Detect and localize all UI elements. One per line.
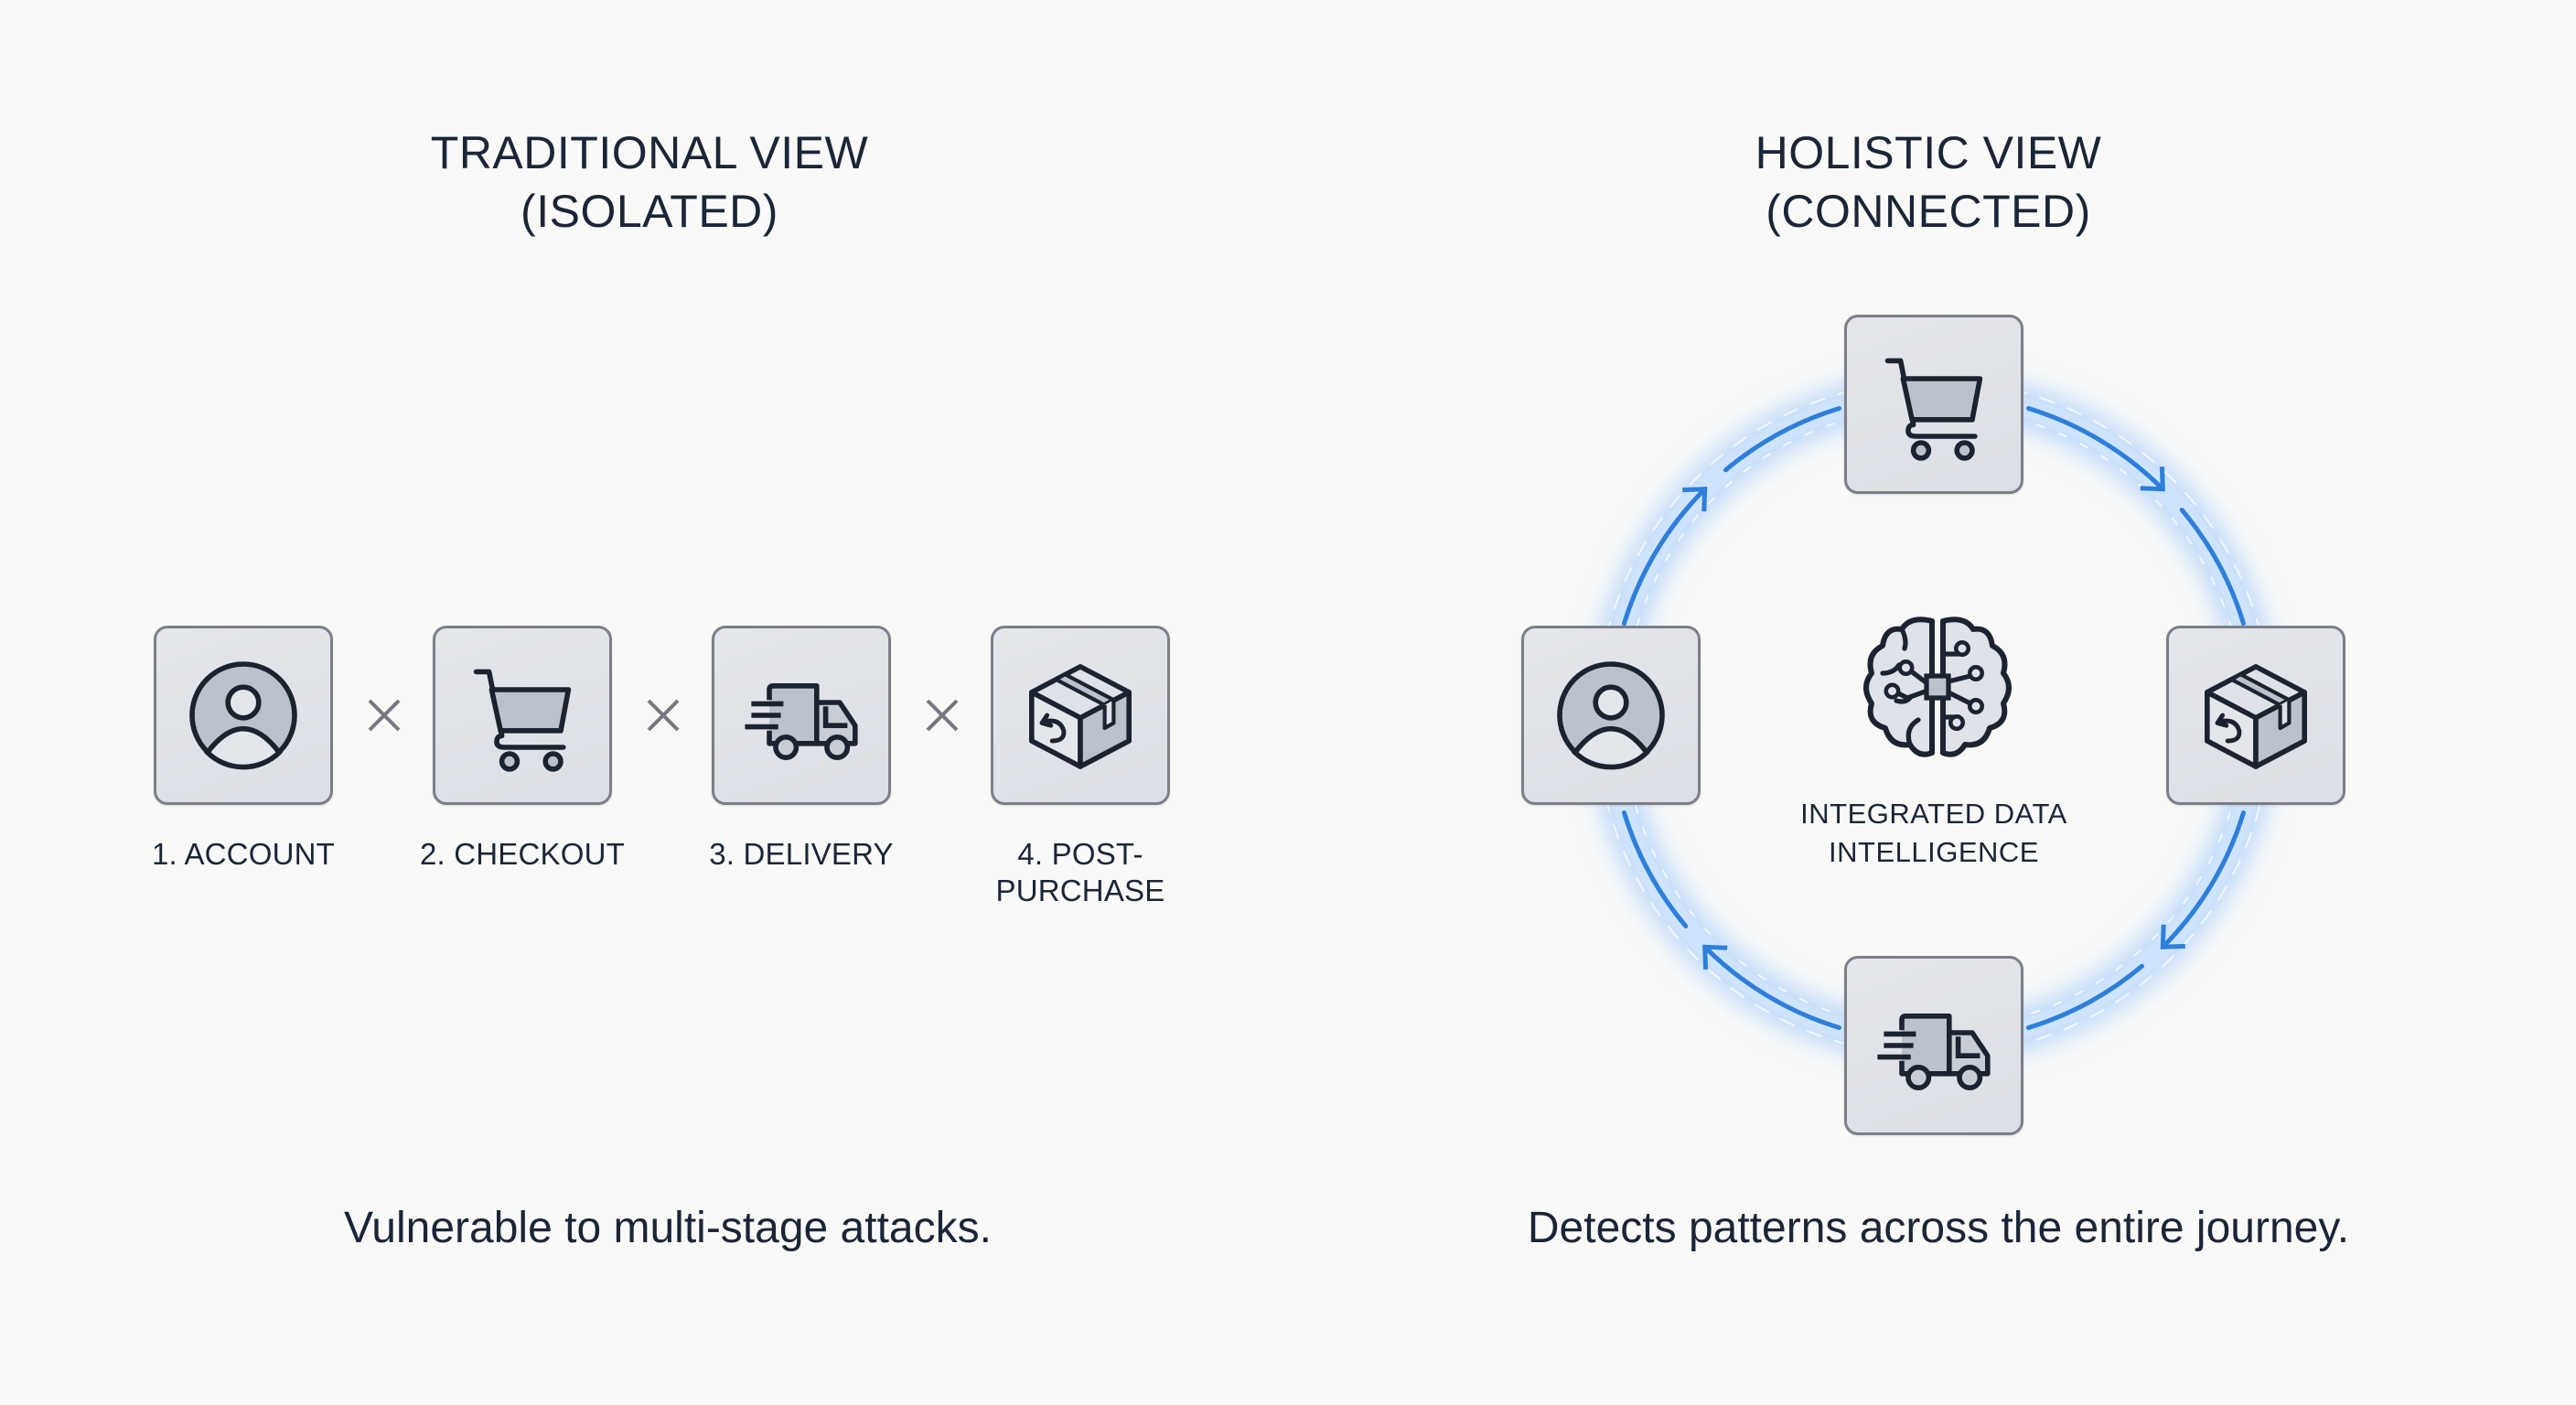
x-icon — [926, 699, 959, 732]
return-package-icon — [2192, 651, 2320, 779]
cycle-node-checkout — [1844, 315, 2023, 494]
flow-arrowhead-icon — [1682, 487, 1708, 512]
ring-arc-segment — [2026, 406, 2165, 492]
user-account-icon — [1547, 651, 1675, 779]
title-line-2: (ISOLATED) — [521, 186, 778, 237]
ring-arc-segment — [2160, 810, 2246, 949]
ring-arc-segment — [1622, 487, 1708, 626]
ring-arc-segment — [1723, 406, 1841, 473]
step-box-post-purchase — [991, 626, 1170, 805]
title-line-1: TRADITIONAL VIEW — [430, 127, 869, 178]
cycle-node-account — [1521, 626, 1701, 805]
ring-arc-segment — [2179, 508, 2246, 626]
center-label-line-1: INTEGRATED DATA — [1800, 798, 2067, 830]
ring-arc-segment — [1702, 944, 1841, 1030]
holistic-view-title: HOLISTIC VIEW (CONNECTED) — [1562, 123, 2294, 241]
flow-arrowhead-icon — [2160, 924, 2185, 949]
center-label-line-2: INTELLIGENCE — [1829, 836, 2039, 868]
traditional-view-caption: Vulnerable to multi-stage attacks. — [344, 1204, 992, 1252]
step-box-delivery — [712, 626, 891, 805]
step-label-checkout: 2. CHECKOUT — [419, 837, 626, 871]
traditional-view-title: TRADITIONAL VIEW (ISOLATED) — [284, 123, 1015, 241]
x-icon — [647, 699, 680, 732]
step-label-post-purchase: 4. POST-PURCHASE — [995, 837, 1165, 907]
shopping-cart-icon — [1870, 340, 1998, 468]
ring-arc-segment — [2026, 963, 2144, 1030]
integrated-data-intelligence-label: INTEGRATED DATA INTELLIGENCE — [1742, 795, 2126, 872]
cycle-node-delivery — [1844, 956, 2023, 1135]
step-label-account: 1. ACCOUNT — [151, 837, 336, 871]
title-line-2: (CONNECTED) — [1766, 186, 2091, 237]
step-box-account — [154, 626, 333, 805]
flow-arrowhead-icon — [2140, 467, 2165, 492]
delivery-truck-icon — [1870, 981, 1998, 1110]
cycle-node-post-purchase — [2166, 626, 2345, 805]
step-box-checkout — [433, 626, 612, 805]
brain-circuit-icon — [1855, 607, 2020, 772]
x-icon — [368, 699, 401, 732]
holistic-view-caption: Detects patterns across the entire journ… — [1527, 1204, 2350, 1252]
step-label-delivery: 3. DELIVERY — [709, 837, 894, 871]
flow-arrowhead-icon — [1702, 944, 1728, 970]
title-line-1: HOLISTIC VIEW — [1755, 127, 2102, 178]
ring-arc-segment — [1622, 810, 1689, 928]
